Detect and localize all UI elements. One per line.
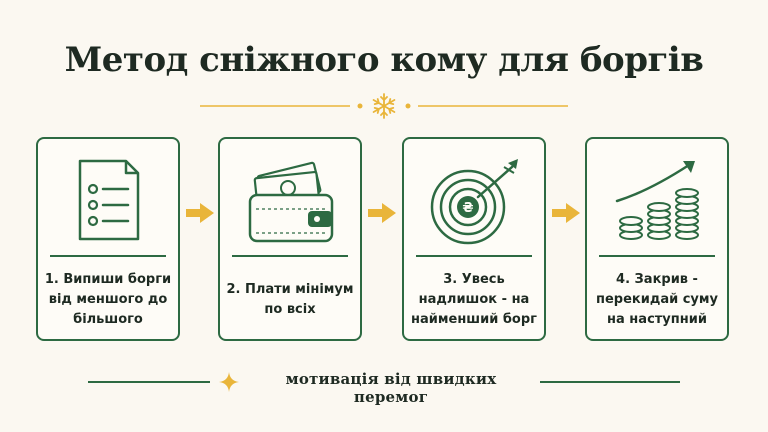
card-divider (232, 255, 348, 257)
footer-caption: мотивація від швидких перемог (285, 370, 497, 406)
card-divider (50, 255, 166, 257)
step-card-4: 4. Закрив - перекидай суму на наступний (585, 137, 729, 341)
sparkle-icon (219, 372, 239, 392)
footer-rule-left (88, 381, 210, 383)
step-card-3: ₴ 3. Увесь надлишок - на найменший борг (402, 137, 546, 341)
title-divider (200, 93, 568, 119)
coin-stacks-growth-icon (615, 161, 699, 240)
svg-text:₴: ₴ (462, 201, 473, 216)
snowflake-icon (372, 93, 396, 119)
step-card-2: 2. Плати мінімум по всіх (218, 137, 362, 341)
card-divider (416, 255, 532, 257)
target-hryvnia-icon: ₴ (430, 159, 518, 245)
step-card-1: 1. Випиши борги від меншого до більшого (36, 137, 180, 341)
step-label: 3. Увесь надлишок - на найменший борг (411, 272, 537, 327)
step-label: 1. Випиши борги від меншого до більшого (44, 272, 172, 327)
step-label: 2. Плати мінімум по всіх (226, 282, 354, 317)
arrow-right-icon (552, 203, 580, 223)
footer-rule-right (540, 381, 680, 383)
step-label: 4. Закрив - перекидай суму на наступний (595, 272, 719, 327)
arrow-right-icon (368, 203, 396, 223)
page-title: Метод сніжного кому для боргів (64, 40, 704, 80)
arrow-right-icon (186, 203, 214, 223)
card-divider (599, 255, 715, 257)
wallet-cash-icon (248, 161, 334, 243)
document-list-icon (78, 159, 140, 241)
